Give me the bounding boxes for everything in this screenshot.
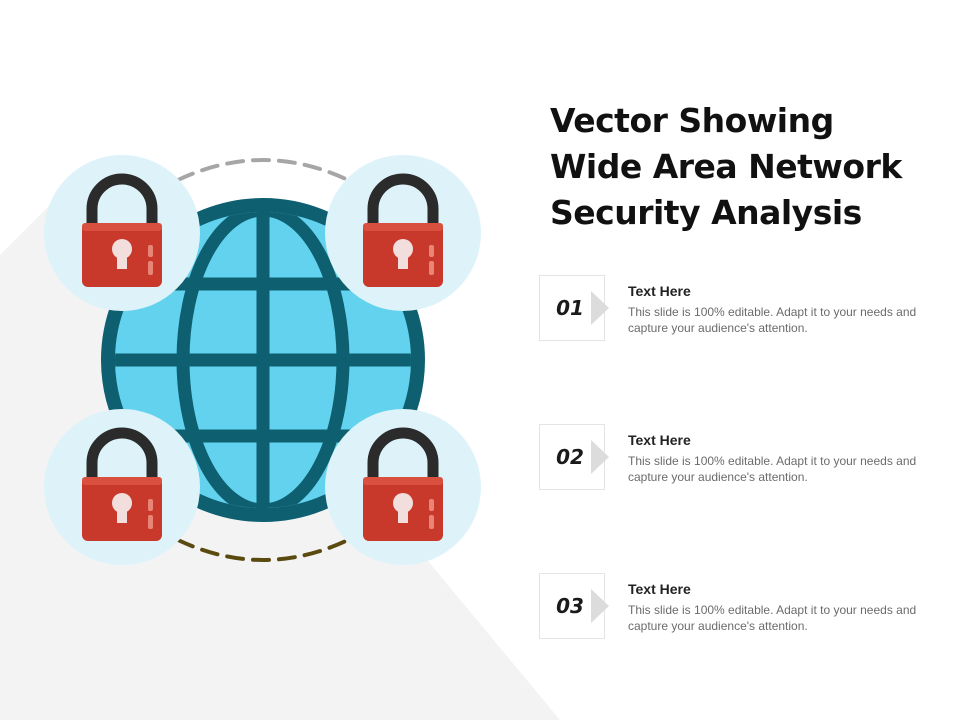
list-item-03: 03 Text Here This slide is 100% editable…	[539, 573, 949, 641]
item-description: This slide is 100% editable. Adapt it to…	[628, 305, 917, 335]
dashed-arc-bottom	[176, 538, 350, 562]
padlock-top-left	[44, 155, 200, 311]
globe-icon	[101, 198, 425, 522]
slide-title: Vector Showing Wide Area Network Securit…	[550, 101, 902, 232]
list-item-02: 02 Text Here This slide is 100% editable…	[539, 424, 949, 492]
padlock-bottom-right	[325, 409, 481, 565]
item-heading: Text Here	[628, 581, 691, 597]
chevron-right-icon	[591, 589, 609, 623]
padlock-icon	[363, 173, 443, 287]
dashed-arc-top	[176, 158, 350, 182]
padlock-icon	[82, 173, 162, 287]
list-item-01: 01 Text Here This slide is 100% editable…	[539, 275, 949, 343]
item-number: 01	[556, 296, 584, 320]
padlock-top-right	[325, 155, 481, 311]
chevron-right-icon	[591, 440, 609, 474]
item-heading: Text Here	[628, 432, 691, 448]
padlock-bottom-left	[44, 409, 200, 565]
item-description: This slide is 100% editable. Adapt it to…	[628, 454, 917, 484]
item-number: 03	[556, 594, 584, 618]
network-security-illustration	[44, 155, 481, 565]
padlock-icon	[363, 427, 443, 541]
padlock-icon	[82, 427, 162, 541]
item-number: 02	[556, 445, 584, 469]
item-description: This slide is 100% editable. Adapt it to…	[628, 603, 917, 633]
item-heading: Text Here	[628, 283, 691, 299]
chevron-right-icon	[591, 291, 609, 325]
